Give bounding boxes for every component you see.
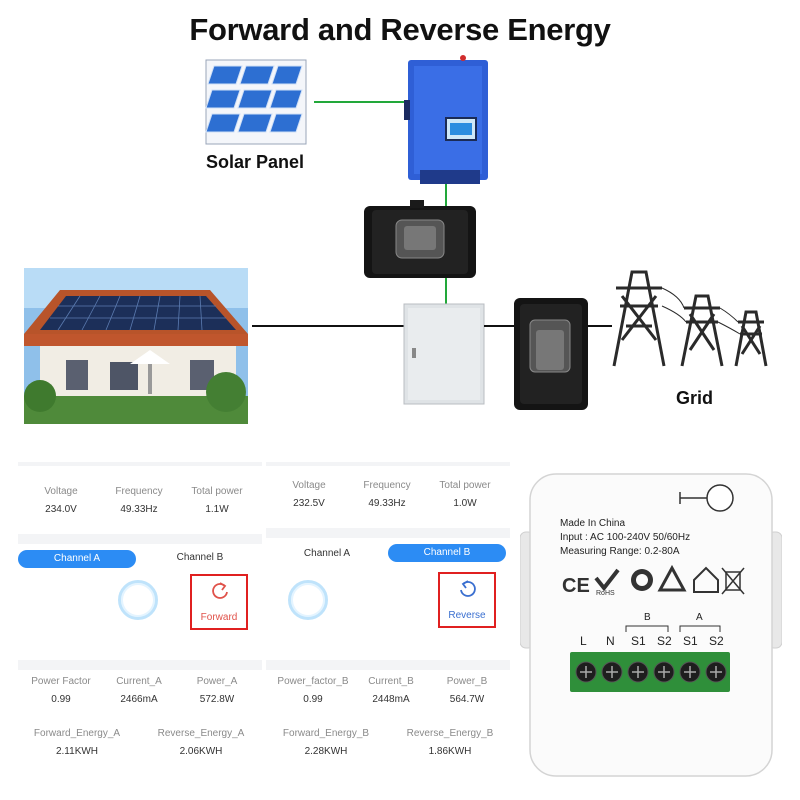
metric-label: Voltage: [292, 480, 326, 491]
svg-text:CE: CE: [562, 575, 590, 597]
metric-label: Total power: [439, 480, 491, 491]
stat-label: Current_B: [368, 676, 414, 687]
terminal-label: S2: [709, 634, 724, 648]
metric-value: 234.0V: [45, 504, 77, 515]
solar-panel-icon: [205, 59, 307, 145]
reverse-direction-box: Reverse: [438, 572, 496, 628]
stat-label: Forward_Energy_B: [282, 728, 370, 739]
metric-label: Frequency: [363, 480, 411, 491]
power-ring-indicator: [118, 580, 158, 620]
stat-value: 2.28KWH: [304, 746, 348, 757]
metric-value: 232.5V: [293, 498, 325, 509]
forward-direction-box: Forward: [190, 574, 248, 630]
device-origin-text: Made In China: [560, 518, 626, 529]
stat-value: 0.99: [51, 694, 71, 705]
solar-panel-label: Solar Panel: [206, 152, 305, 172]
terminal-label: S2: [657, 634, 672, 648]
terminal-label: S1: [631, 634, 646, 648]
house-solar-roof-image: [24, 268, 248, 424]
stat-value: 1.86KWH: [428, 746, 472, 757]
metric-value: 49.33Hz: [120, 504, 158, 515]
tab-channel-b[interactable]: Channel B: [388, 544, 506, 562]
stat-value: 2.11KWH: [55, 746, 99, 757]
current-clamp-upper-icon: [364, 200, 476, 278]
stat-value: 2466mA: [120, 694, 158, 705]
direction-label: Reverse: [448, 610, 486, 621]
inverter-icon: [404, 55, 488, 184]
terminal-label: N: [606, 634, 615, 648]
metric-label: Frequency: [115, 486, 163, 497]
reverse-arrow-icon: [460, 580, 476, 597]
metric-value: 1.1W: [205, 504, 229, 515]
energy-flow-diagram: [24, 55, 768, 424]
stat-label: Current_A: [116, 676, 162, 687]
metric-value: 1.0W: [453, 498, 477, 509]
forward-arrow-icon: [212, 582, 228, 599]
group-b-label: B: [644, 612, 651, 623]
app-screen-channel-b: Voltage 232.5V Frequency 49.33Hz Total p…: [266, 462, 510, 788]
tab-channel-b[interactable]: Channel B: [176, 552, 224, 563]
metric-value: 49.33Hz: [368, 498, 406, 509]
diagram-title: Forward and Reverse Energy: [189, 12, 611, 47]
power-ring-indicator: [288, 580, 328, 620]
stat-value: 572.8W: [199, 694, 235, 705]
metric-label: Voltage: [44, 486, 78, 497]
stat-label: Reverse_Energy_A: [157, 728, 245, 739]
stat-label: Power_B: [446, 676, 488, 687]
terminal-label: S1: [683, 634, 698, 648]
module-housing-icon: CE: [520, 473, 782, 777]
tab-channel-a[interactable]: Channel A: [18, 550, 136, 568]
device-range-text: Measuring Range: 0.2-80A: [560, 546, 680, 557]
stat-value: 2448mA: [372, 694, 410, 705]
stat-value: 0.99: [303, 694, 323, 705]
stat-value: 2.06KWH: [179, 746, 223, 757]
app-screen-channel-a: Voltage 234.0V Frequency 49.33Hz Total p…: [18, 462, 262, 788]
metric-label: Total power: [191, 486, 243, 497]
stat-label: Power Factor: [31, 676, 91, 687]
current-clamp-lower-icon: [514, 298, 588, 410]
grid-label: Grid: [676, 388, 714, 408]
direction-label: Forward: [200, 612, 238, 623]
power-tower-icon: [612, 270, 768, 367]
rohs-label: RoHS: [596, 590, 615, 597]
terminal-label: L: [580, 634, 587, 648]
energy-meter-module: CE: [520, 466, 782, 784]
stat-label: Power_A: [196, 676, 238, 687]
stat-label: Forward_Energy_A: [33, 728, 121, 739]
device-input-text: Input : AC 100-240V 50/60Hz: [560, 532, 691, 543]
stat-label: Reverse_Energy_B: [406, 728, 494, 739]
group-a-label: A: [696, 612, 703, 623]
distribution-box-icon: [403, 303, 485, 405]
stat-label: Power_factor_B: [277, 676, 349, 687]
tab-channel-a[interactable]: Channel A: [303, 548, 351, 559]
stat-value: 564.7W: [449, 694, 485, 705]
